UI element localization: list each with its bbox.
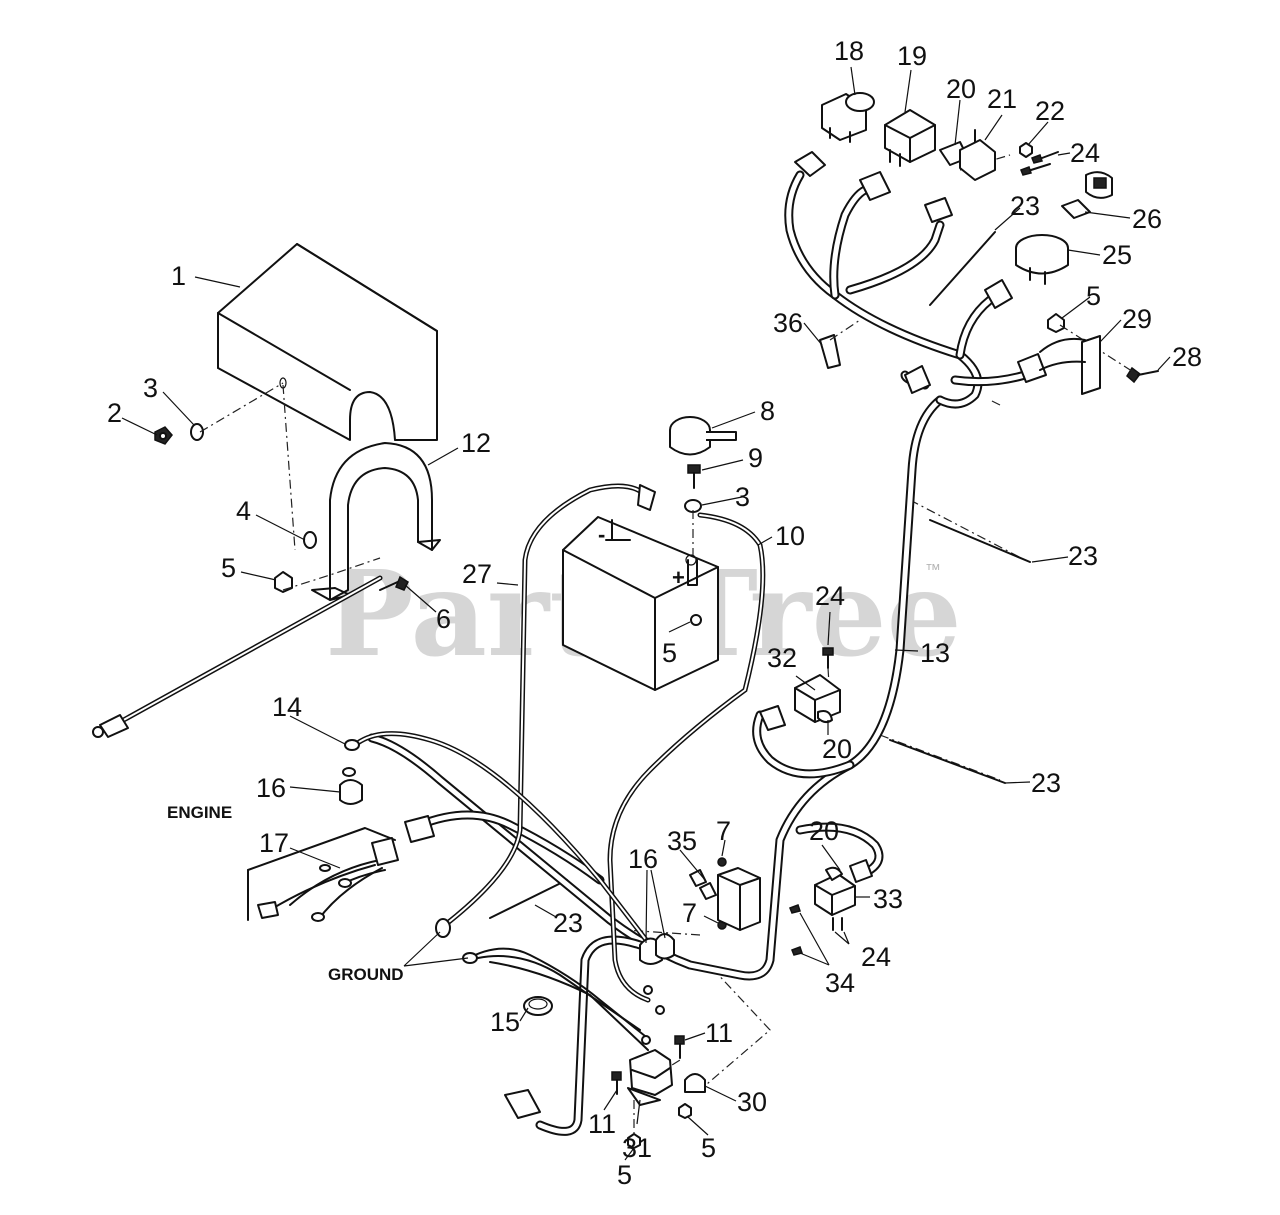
callout-4: 4 xyxy=(236,496,251,526)
rods xyxy=(489,231,1031,919)
callout-24: 24 xyxy=(861,942,891,972)
hour-meter-bracket xyxy=(1039,335,1101,395)
terminal-boot xyxy=(669,416,737,456)
callout-9: 9 xyxy=(748,443,763,473)
callout-13: 13 xyxy=(920,638,950,668)
callout-20: 20 xyxy=(946,74,976,104)
battery-negative-sign: - xyxy=(598,522,605,547)
callout-22: 22 xyxy=(1035,96,1065,126)
seat-switch xyxy=(939,129,996,181)
ground-wire xyxy=(462,947,651,1051)
callout-7: 7 xyxy=(716,816,731,846)
harness-clip xyxy=(819,334,841,369)
callout-36: 36 xyxy=(773,308,803,338)
lower-left-cable xyxy=(92,575,383,738)
callout-8: 8 xyxy=(760,396,775,426)
ignition-switch xyxy=(1015,234,1069,285)
callout-3: 3 xyxy=(735,482,750,512)
engine-label: ENGINE xyxy=(167,803,232,822)
callout-20: 20 xyxy=(822,734,852,764)
callouts: 1 2 3 3 4 5 5 5 5 5 6 7 7 8 9 10 11 11 1… xyxy=(107,36,1202,1190)
harness-connectors xyxy=(794,151,1047,394)
leader-lines xyxy=(121,66,1171,1161)
bottom-connector xyxy=(504,1089,541,1119)
callout-10: 10 xyxy=(775,521,805,551)
callout-16: 16 xyxy=(256,773,286,803)
callout-27: 27 xyxy=(462,559,492,589)
callout-5: 5 xyxy=(701,1133,716,1163)
callout-14: 14 xyxy=(272,692,302,722)
callout-31: 31 xyxy=(622,1133,652,1163)
callout-5: 5 xyxy=(662,638,677,668)
interlock-switch-33 xyxy=(814,859,873,916)
callout-15: 15 xyxy=(490,1007,520,1037)
callout-3: 3 xyxy=(143,373,158,403)
terminal-boot-left xyxy=(339,767,363,805)
callout-1: 1 xyxy=(171,261,186,291)
callout-34: 34 xyxy=(825,968,855,998)
callout-7: 7 xyxy=(682,898,697,928)
hardware xyxy=(154,142,1159,1149)
callout-24: 24 xyxy=(1070,138,1100,168)
battery-positive-sign: + xyxy=(672,565,685,590)
pto-switch xyxy=(821,92,875,143)
callout-23: 23 xyxy=(1068,541,1098,571)
callout-11: 11 xyxy=(588,1109,616,1139)
callout-23: 23 xyxy=(553,908,583,938)
cable-clamp xyxy=(684,1073,706,1093)
callout-20: 20 xyxy=(809,816,839,846)
ground-strap xyxy=(344,731,653,948)
callout-11: 11 xyxy=(705,1018,733,1048)
callout-35: 35 xyxy=(667,826,697,856)
battery: - + xyxy=(562,516,719,691)
key-clip xyxy=(1061,199,1091,219)
callout-30: 30 xyxy=(737,1087,767,1117)
negative-cable xyxy=(435,483,656,938)
interlock-switch-32 xyxy=(759,674,841,731)
callout-16: 16 xyxy=(628,844,658,874)
callout-12: 12 xyxy=(461,428,491,458)
watermark-trademark: ™ xyxy=(925,562,941,579)
callout-32: 32 xyxy=(767,643,797,673)
grommet xyxy=(523,996,553,1016)
engine-harness xyxy=(247,815,435,922)
callout-17: 17 xyxy=(259,828,289,858)
fuse-holder xyxy=(689,867,761,931)
callout-23: 23 xyxy=(1010,191,1040,221)
starter-solenoid xyxy=(627,933,675,1106)
callout-5: 5 xyxy=(1086,281,1101,311)
callout-29: 29 xyxy=(1122,304,1152,334)
callout-18: 18 xyxy=(834,36,864,66)
ground-label: GROUND xyxy=(328,965,404,984)
relay xyxy=(884,109,936,167)
callout-5: 5 xyxy=(617,1160,632,1190)
callout-6: 6 xyxy=(436,604,451,634)
callout-28: 28 xyxy=(1172,342,1202,372)
callout-5: 5 xyxy=(221,553,236,583)
callout-26: 26 xyxy=(1132,204,1162,234)
callout-25: 25 xyxy=(1102,240,1132,270)
battery-cover xyxy=(217,243,438,441)
callout-19: 19 xyxy=(897,41,927,71)
callout-24: 24 xyxy=(815,581,845,611)
callout-2: 2 xyxy=(107,398,122,428)
callout-33: 33 xyxy=(873,884,903,914)
callout-21: 21 xyxy=(987,84,1017,114)
callout-23: 23 xyxy=(1031,768,1061,798)
key-switch-plug xyxy=(1085,171,1113,199)
